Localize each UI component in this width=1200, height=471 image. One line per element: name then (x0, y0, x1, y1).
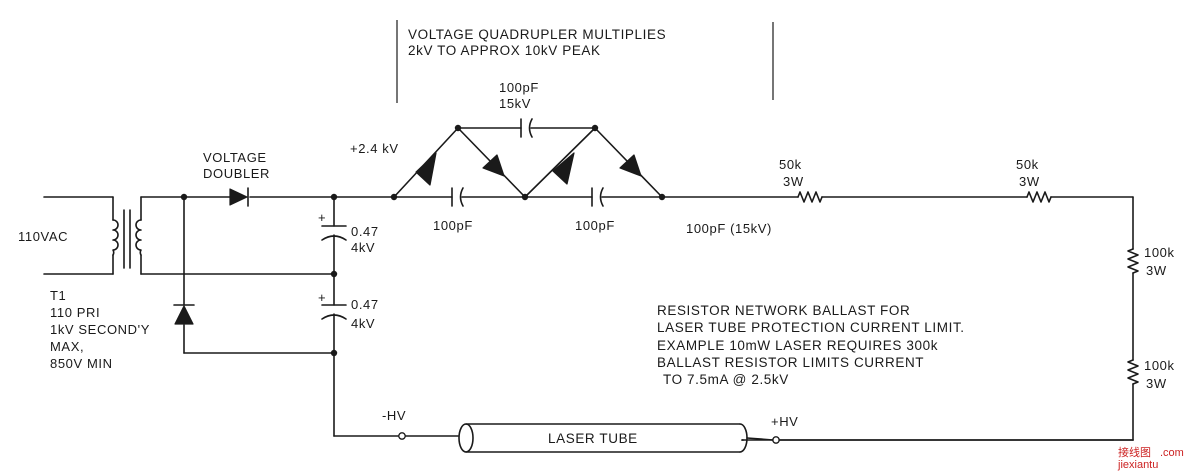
input-voltage-label: 110VAC (18, 229, 68, 244)
capacitor-c1 (321, 196, 347, 275)
r3-value: 100k (1144, 245, 1175, 260)
header-line-2: 2kV TO APPROX 10kV PEAK (408, 43, 601, 58)
transformer-primary: 110 PRI (50, 305, 100, 320)
quadrupler-diode-1 (415, 152, 437, 186)
junction-dot (591, 124, 599, 132)
resistor-r1 (797, 191, 823, 203)
resistor-r2 (1026, 191, 1052, 203)
bottom-cap-1-value: 100pF (433, 218, 473, 233)
doubler-diode-shunt (173, 304, 195, 325)
quadrupler-node-voltage: +2.4 kV (350, 141, 399, 156)
capacitor-c2 (321, 273, 347, 354)
junction-dot (521, 193, 529, 201)
header-line-1: VOLTAGE QUADRUPLER MULTIPLIES (408, 27, 666, 42)
quadrupler-diode-4 (619, 154, 642, 177)
pos-hv-label: +HV (771, 414, 798, 429)
quadrupler-bottom-capacitor-2 (591, 187, 604, 207)
junction-dot (390, 193, 398, 201)
r1-power: 3W (783, 174, 804, 189)
c1-value: 0.47 (351, 224, 379, 239)
r3-power: 3W (1146, 263, 1167, 278)
c1-plus: + (318, 210, 326, 225)
transformer-min: 850V MIN (50, 356, 113, 371)
top-cap-value: 100pF (499, 80, 539, 95)
note-line-4: BALLAST RESISTOR LIMITS CURRENT (657, 355, 924, 370)
junction-dot (330, 270, 338, 278)
laser-tube-wiring (333, 352, 744, 441)
watermark-line-1: 接线图 (1118, 445, 1151, 459)
top-cap-rating: 15kV (499, 96, 531, 111)
r4-power: 3W (1146, 376, 1167, 391)
note-line-1: RESISTOR NETWORK BALLAST FOR (657, 303, 910, 318)
junction-dot (180, 193, 188, 201)
transformer-t1 (112, 196, 142, 275)
secondary-wiring (140, 196, 335, 354)
quadrupler-diode-2 (482, 154, 505, 177)
neg-hv-label: -HV (382, 408, 406, 423)
c2-plus: + (318, 290, 326, 305)
quadrupler-header-bracket (396, 20, 774, 103)
output-cap-label: 100pF (15kV) (686, 221, 772, 236)
watermark-line-3: jiexiantu (1117, 459, 1158, 471)
ac-input-leads (43, 196, 114, 275)
watermark-line-2: .com (1160, 447, 1184, 459)
r1-value: 50k (779, 157, 802, 172)
quadrupler-diode-3 (552, 152, 575, 185)
c2-rating: 4kV (351, 316, 375, 331)
quadrupler-top-capacitor (520, 118, 533, 138)
quadrupler-bottom-capacitor-1 (451, 187, 464, 207)
r2-power: 3W (1019, 174, 1040, 189)
c2-value: 0.47 (351, 297, 379, 312)
junction-dot (454, 124, 462, 132)
doubler-label-1: VOLTAGE (203, 150, 267, 165)
laser-tube-label: LASER TUBE (548, 431, 638, 446)
resistor-r4 (1127, 359, 1139, 385)
note-line-5: TO 7.5mA @ 2.5kV (663, 372, 789, 387)
transformer-max: MAX, (50, 339, 84, 354)
doubler-label-2: DOUBLER (203, 166, 270, 181)
neg-hv-terminal (398, 432, 406, 440)
note-line-2: LASER TUBE PROTECTION CURRENT LIMIT. (657, 320, 965, 335)
doubler-diode-series (229, 187, 249, 207)
r4-value: 100k (1144, 358, 1175, 373)
laser-tube (458, 423, 1134, 453)
note-line-3: EXAMPLE 10mW LASER REQUIRES 300k (657, 338, 938, 353)
c1-rating: 4kV (351, 240, 375, 255)
transformer-secondary: 1kV SECOND'Y (50, 322, 150, 337)
r2-value: 50k (1016, 157, 1039, 172)
bottom-cap-2-value: 100pF (575, 218, 615, 233)
transformer-ref: T1 (50, 288, 66, 303)
resistor-r3 (1127, 248, 1139, 274)
